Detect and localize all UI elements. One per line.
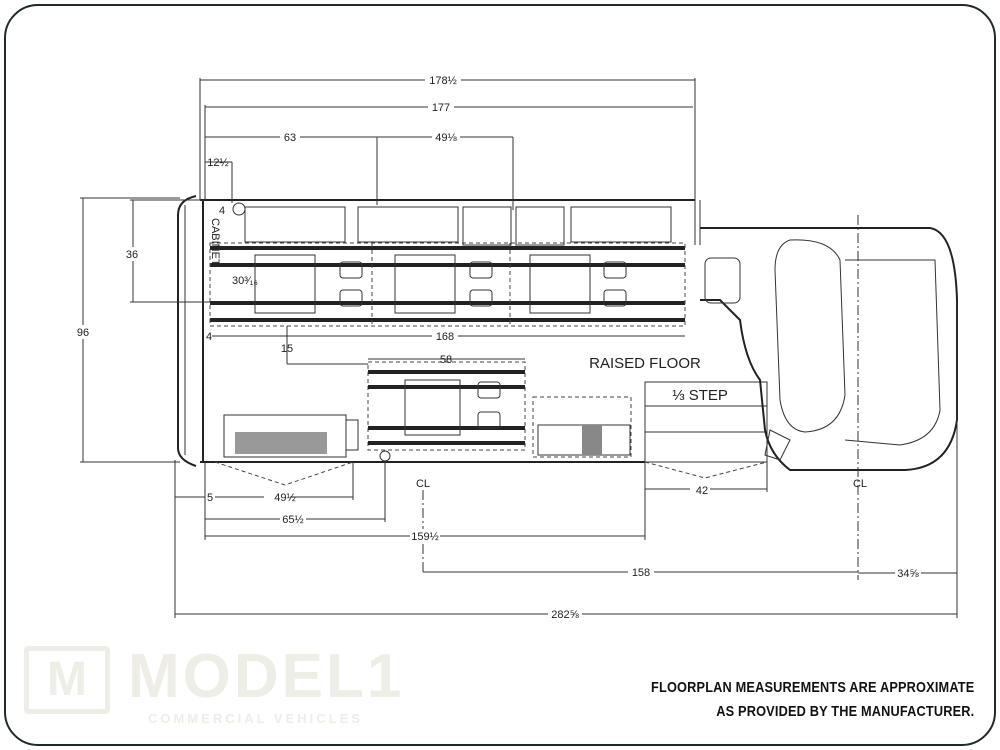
seat-row <box>232 202 672 246</box>
dim-58: 58 <box>440 354 452 366</box>
dim-63: 63 <box>284 132 296 144</box>
dim-overall-length: 282⅝ <box>551 609 579 621</box>
dim-96: 96 <box>77 327 89 339</box>
wheelchair-position <box>367 361 526 451</box>
dim-34-5-8: 34⅝ <box>897 568 919 580</box>
disclaimer: FLOORPLAN MEASUREMENTS ARE APPROXIMATE A… <box>651 676 974 724</box>
dim-158: 158 <box>632 567 650 579</box>
dim-30-3-16: 30³⁄₁₆ <box>232 275 258 287</box>
dim-42: 42 <box>696 485 708 497</box>
dim-49-1-8: 49⅛ <box>435 132 457 144</box>
dimension-labels: 178½ 177 63 49⅛ 12½ 36 96 4 4 30³⁄₁₆ 168… <box>77 75 920 621</box>
dim-159-1-2: 159½ <box>411 531 439 543</box>
dim-15: 15 <box>281 343 293 355</box>
dim-4-top: 4 <box>219 205 225 217</box>
wheel-well-marker <box>232 202 246 216</box>
centerline-front-label: CL <box>853 478 867 490</box>
disclaimer-line-1: FLOORPLAN MEASUREMENTS ARE APPROXIMATE <box>650 679 974 696</box>
logo-wordmark: MODEL1 <box>128 642 405 711</box>
entry-step <box>214 381 768 486</box>
dim-overall-top: 178½ <box>429 75 457 87</box>
dim-4-left: 4 <box>206 331 212 343</box>
logo-mark: M <box>24 646 110 714</box>
rear-ac-unit <box>223 414 359 458</box>
cabinet-label: CABINET <box>209 218 221 266</box>
dim-interior-top: 177 <box>432 102 450 114</box>
centerline-rear-label: CL <box>416 478 430 490</box>
disclaimer-line-2: AS PROVIDED BY THE MANUFACTURER. <box>715 703 974 720</box>
dim-49-1-2: 49½ <box>274 492 295 504</box>
page-frame <box>4 4 996 746</box>
dim-65-1-2: 65½ <box>282 514 303 526</box>
dim-5: 5 <box>207 492 213 504</box>
step-label: ⅓ STEP <box>672 387 728 404</box>
cab <box>700 227 958 471</box>
dimension-lines <box>80 78 958 618</box>
lift-unit <box>532 396 632 458</box>
dim-12-1-2: 12½ <box>207 157 228 169</box>
floor-tracks <box>209 242 686 327</box>
dim-36: 36 <box>126 249 138 261</box>
logo-subtitle: COMMERCIAL VEHICLES <box>148 711 363 726</box>
model1-logo-watermark: M MODEL1 COMMERCIAL VEHICLES <box>24 642 414 728</box>
dim-168: 168 <box>436 331 454 343</box>
raised-floor-label: RAISED FLOOR <box>589 355 701 372</box>
wheel-marker <box>379 450 391 462</box>
